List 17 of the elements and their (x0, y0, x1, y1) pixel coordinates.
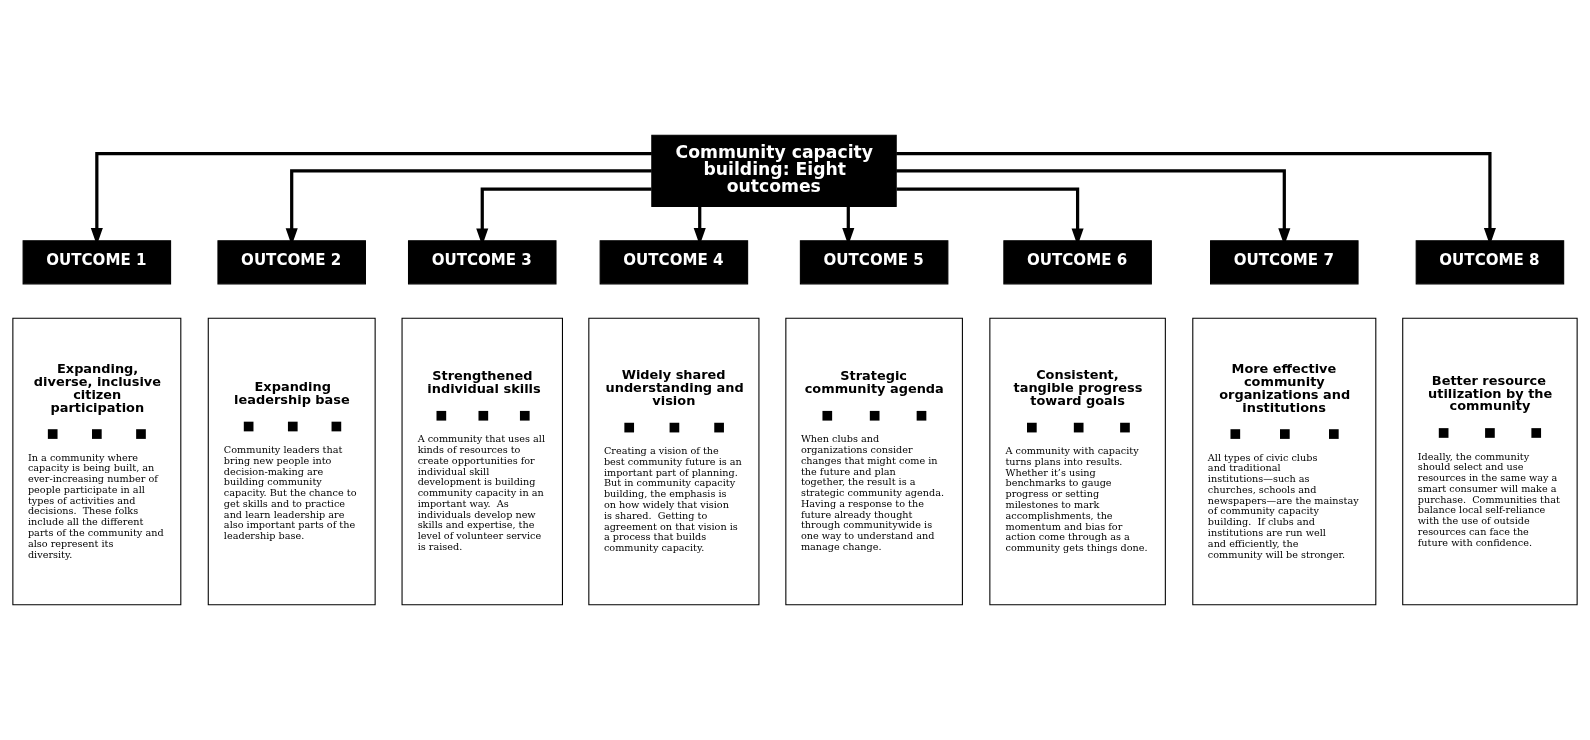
node-box: Better resource utilization by the community Ideally, the community should select and use resources in the same way a smart consumer will make a purchase. Communities that balance local self-reliance with the use of outside resources can face the future with confidence. (1402, 317, 1578, 606)
node-box: OUTCOME 8 (1415, 240, 1565, 285)
node-box: OUTCOME 6 (1003, 240, 1152, 285)
node-box: OUTCOME 5 (799, 240, 949, 285)
node-box: OUTCOME 3 (407, 240, 557, 285)
node-box: OUTCOME 4 (599, 240, 749, 285)
node-box: Consistent, tangible progress toward goals A community with capacity turns plans into results. Whether it’s using benchmarks to gauge progress or setting milestones to mark accomplishments, the momentum and bias for action come through as a community gets things done. (989, 317, 1166, 606)
node-box: OUTCOME 7 (1210, 240, 1359, 285)
node-box: Strategic community agenda When clubs and organizations consider changes that might come in the future and plan together, the result is a strategic community agenda. Having a response to the future already thought through communitywide is one way to understand and manage change. (785, 317, 963, 606)
node-box: Expanding leadership base Community leaders that bring new people into decision-making are building community capacity. But the chance to get skills and to practice and learn leadership are also important parts of the leadership base. (207, 317, 376, 606)
node-box: OUTCOME 2 (217, 240, 366, 285)
node-box: OUTCOME 1 (22, 240, 172, 285)
node-box: Widely shared understanding and vision Creating a vision of the best community future is an important part of planning. But in community capacity building, the emphasis is on how widely that vision is shared. Getting to agreement on that vision is a process that builds community capacity. (588, 317, 760, 606)
node-box: Expanding, diverse, inclusive citizen participation In a community where capacity is being built, an ever-increasing number of people participate in all types of activities and decisions. These folks include all the different parts of the community and also represent its diversity. (12, 317, 182, 606)
node-box: More effective community organizations and institutions All types of civic clubs and traditional institutions—such as churches, schools and newspapers—are the mainstay of community capacity building. If clubs and institutions are run well and efficiently, the community will be stronger. (1192, 317, 1377, 606)
node-box: Strengthened individual skills A community that uses all kinds of resources to create opportunities for individual skill development is building community capacity in an important way. As individuals develop new skills and expertise, the level of volunteer service is raised. (401, 317, 563, 606)
node-box: Community capacity building: Eight outcomes (651, 134, 897, 207)
